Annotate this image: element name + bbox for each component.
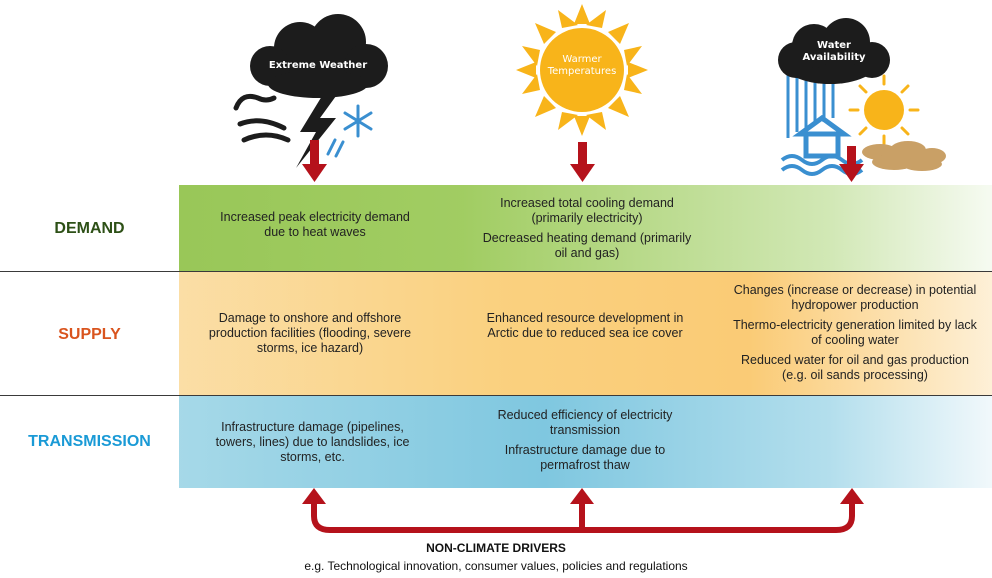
water-label-line-2: Availability <box>802 52 866 63</box>
impact-text: Increased total cooling demand (primaril… <box>500 196 674 225</box>
wind-icon <box>233 93 291 143</box>
impact-text: Thermo-electricity generation limited by… <box>733 318 977 347</box>
up-arrow-head-right <box>840 488 864 504</box>
driver-icons <box>233 4 946 182</box>
divider-supply-transmission <box>0 395 992 396</box>
row-label-demand: DEMAND <box>54 220 125 237</box>
warmer-temperatures-label: Warmer Temperatures <box>538 54 626 78</box>
water-availability-down-arrow <box>839 146 864 182</box>
row-label-transmission: TRANSMISSION <box>28 433 151 450</box>
row-label-supply: SUPPLY <box>58 326 121 343</box>
impact-text: Damage to onshore and offshore productio… <box>208 311 412 355</box>
rain-cloud-icon <box>778 18 890 84</box>
sun-icon <box>516 4 648 136</box>
warmer-temperatures-down-arrow <box>570 142 595 182</box>
water-label-line-1: Water <box>817 40 851 51</box>
warmer-label-line-2: Temperatures <box>547 66 617 77</box>
impact-text: Changes (increase or decrease) in potent… <box>733 283 977 312</box>
demand-warmer-temperatures-cell: Increased total cooling demand (primaril… <box>482 196 692 266</box>
rain-streams-icon <box>786 72 835 138</box>
impact-text: Reduced water for oil and gas production… <box>741 353 969 382</box>
extreme-weather-down-arrow <box>302 140 327 182</box>
water-availability-label: Water Availability <box>792 40 876 64</box>
impact-text: Infrastructure damage due to permafrost … <box>504 443 666 472</box>
small-sun-icon <box>848 74 920 146</box>
dry-sand-icon <box>862 141 946 171</box>
lightning-icon <box>296 96 336 168</box>
divider-demand-supply <box>0 271 992 272</box>
supply-warmer-temperatures-cell: Enhanced resource development in Arctic … <box>470 311 700 346</box>
snowflake-icon <box>343 104 373 138</box>
non-climate-drivers-subtitle: e.g. Technological innovation, consumer … <box>304 559 688 573</box>
impact-text: Increased peak electricity demand due to… <box>220 210 410 239</box>
storm-cloud-icon <box>250 14 388 98</box>
rain-streaks-icon <box>326 138 345 158</box>
supply-extreme-weather-cell: Damage to onshore and offshore productio… <box>200 311 420 361</box>
impact-text: Enhanced resource development in Arctic … <box>486 311 684 340</box>
transmission-extreme-weather-cell: Infrastructure damage (pipelines, towers… <box>205 420 420 470</box>
impact-text: Infrastructure damage (pipelines, towers… <box>215 420 410 464</box>
transmission-warmer-temperatures-cell: Reduced efficiency of electricity transm… <box>490 408 680 478</box>
impact-text: Reduced efficiency of electricity transm… <box>497 408 673 437</box>
supply-water-availability-cell: Changes (increase or decrease) in potent… <box>728 283 982 388</box>
up-arrow-head-center <box>570 488 594 504</box>
impact-text: Decreased heating demand (primarily oil … <box>482 231 692 260</box>
supply-band <box>179 272 992 396</box>
transmission-band <box>179 396 992 488</box>
up-arrow-head-left <box>302 488 326 504</box>
non-climate-drivers-arrows <box>302 488 864 533</box>
demand-band <box>179 185 992 272</box>
warmer-label-line-1: Warmer <box>562 54 602 65</box>
demand-extreme-weather-cell: Increased peak electricity demand due to… <box>220 210 410 245</box>
extreme-weather-label: Extreme Weather <box>268 60 368 71</box>
non-climate-drivers-title: NON-CLIMATE DRIVERS <box>426 541 566 555</box>
